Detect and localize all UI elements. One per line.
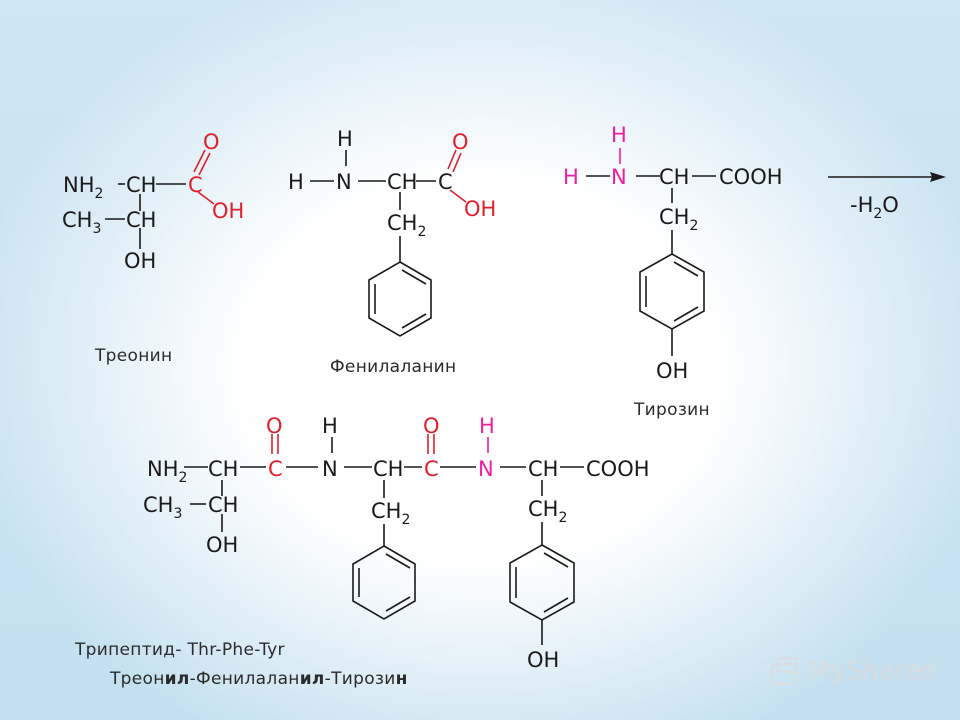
phe-h-top: H (337, 127, 353, 151)
thr-nh2: NH2 (63, 173, 103, 202)
prod-phe-n: N (322, 457, 338, 481)
thr-carbonyl-o: O (203, 130, 220, 154)
thr-oh-side: OH (124, 249, 156, 273)
tyr-n: N (611, 165, 627, 189)
label-systematic-name: Треонил-Фенилаланил-Тирозин (110, 669, 408, 689)
label-tyrosine: Тирозин (634, 400, 710, 420)
phe-h-left: H (288, 170, 304, 194)
prod-thr-ch-beta: CH (208, 493, 238, 517)
label-threonine: Треонин (95, 346, 173, 366)
prod-thr-oh: OH (206, 533, 238, 557)
watermark-text: MyShared (808, 656, 938, 686)
prod-phe-c: C (424, 457, 439, 481)
thr-ch-alpha: CH (126, 173, 156, 197)
tyr-ch2: CH2 (659, 205, 698, 234)
prod-phe-ch2: CH2 (371, 499, 410, 528)
prod-tyr-ch2: CH2 (528, 497, 567, 526)
arrow-head (930, 172, 946, 182)
watermark: MyShared (768, 656, 937, 692)
tyr-h-left: H (563, 165, 579, 189)
phe-n: N (336, 170, 352, 194)
thr-carboxyl-c: C (188, 173, 203, 197)
prod-tyr-oh: OH (527, 648, 559, 672)
label-phenylalanine: Фенилаланин (330, 357, 457, 377)
phe-c: C (438, 170, 453, 194)
watermark-icon (770, 656, 798, 686)
prod-tyr-n: N (478, 457, 494, 481)
tyr-cooh: COOH (719, 165, 783, 189)
prod-tyr-cooh: COOH (586, 457, 650, 481)
prod-thr-c: C (268, 457, 283, 481)
prod-tyr-h: H (479, 414, 495, 438)
label-tripeptide: Трипептид- Thr-Phe-Tyr (75, 640, 285, 660)
minus-water: -H2O (850, 193, 899, 222)
prod-phe-ch: CH (373, 457, 403, 481)
phe-o: O (452, 130, 469, 154)
tyr-ch: CH (659, 165, 689, 189)
prod-phe-h: H (322, 414, 338, 438)
tyr-oh: OH (656, 359, 688, 383)
prod-thr-ch3: CH3 (143, 493, 182, 522)
phe-oh: OH (464, 197, 496, 221)
thr-ch-beta: CH (126, 208, 156, 232)
prod-nh2: NH2 (147, 457, 187, 486)
phe-ch2: CH2 (387, 211, 426, 240)
thr-ch3: CH3 (62, 208, 101, 237)
prod-thr-o: O (266, 414, 283, 438)
prod-tyr-ch: CH (528, 457, 558, 481)
thr-oh-acid: OH (212, 199, 244, 223)
prod-phe-o: O (423, 414, 440, 438)
tyr-h-top: H (611, 123, 627, 147)
phe-ch: CH (387, 170, 417, 194)
prod-thr-ch: CH (208, 457, 238, 481)
